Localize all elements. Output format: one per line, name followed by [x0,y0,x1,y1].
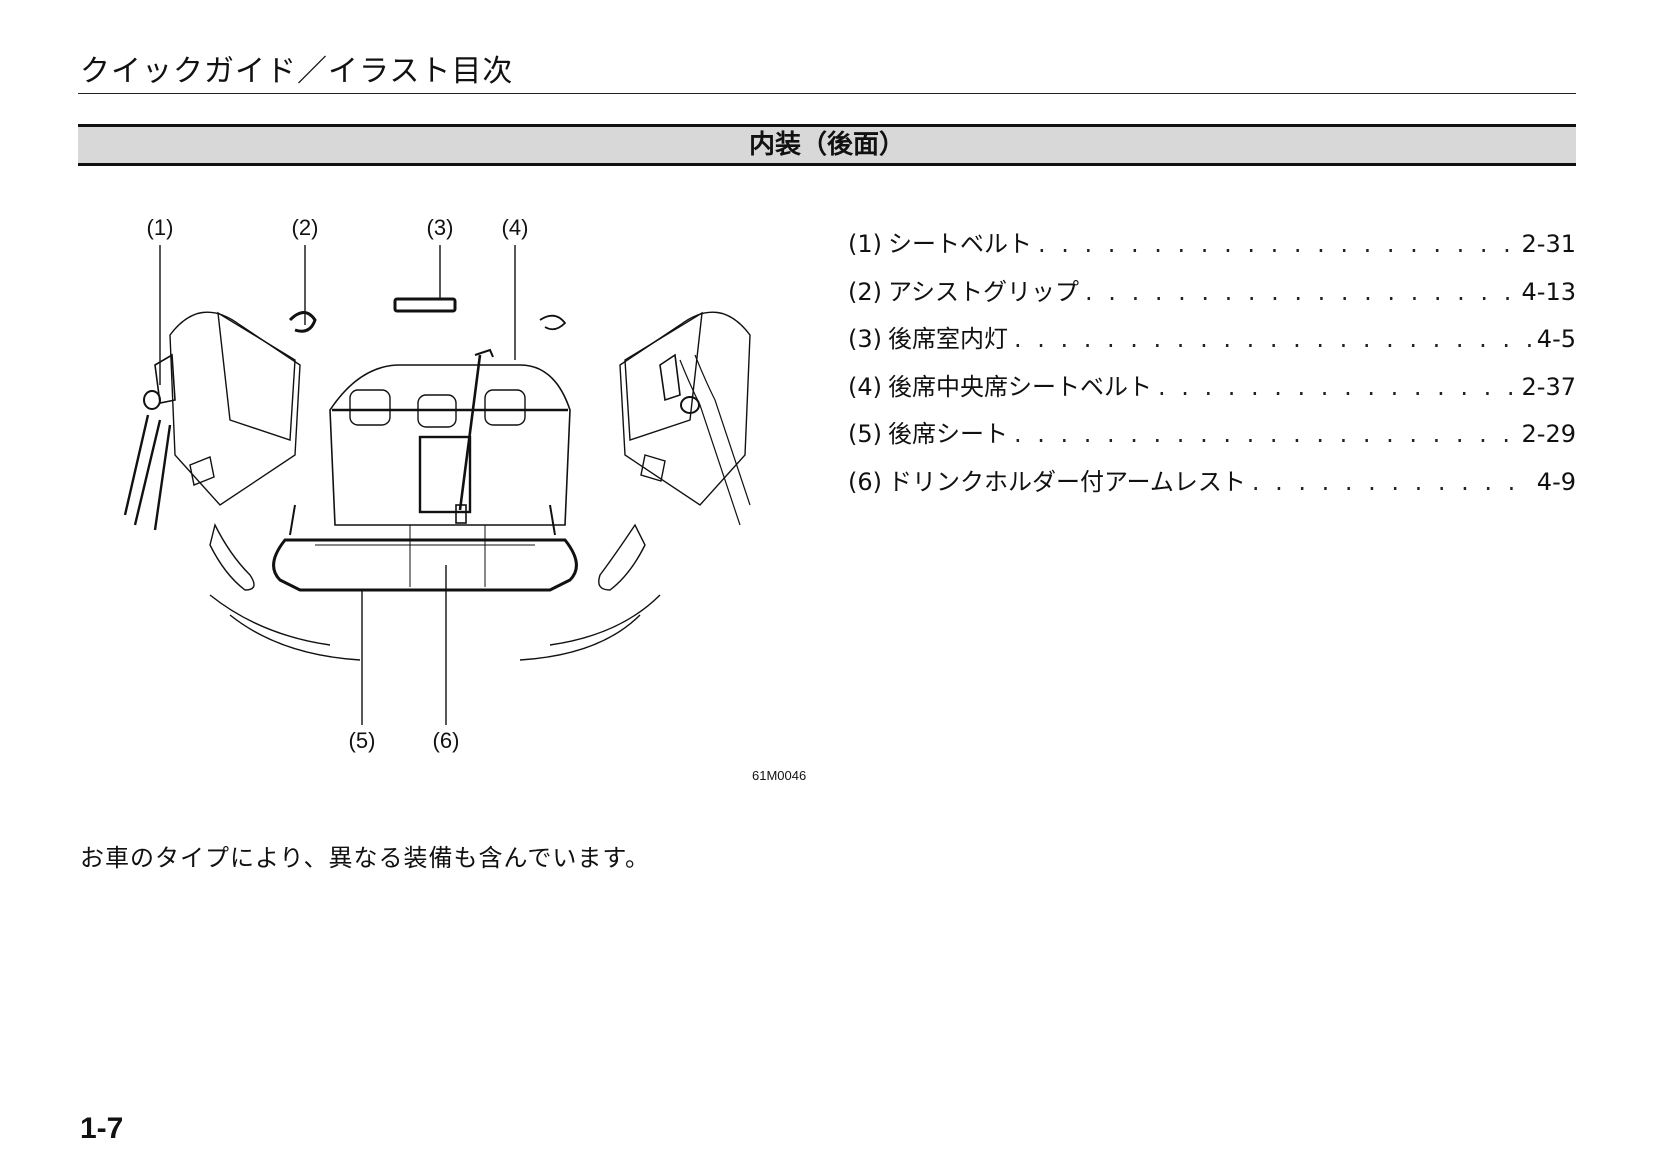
legend-label: 後席室内灯 [888,325,1008,353]
callout-6: (6) [433,728,460,753]
legend-page-ref: 2-31 [1521,230,1576,258]
header-title: クイックガイド／イラスト目次 [80,54,514,89]
legend-label: アシストグリップ [888,277,1080,306]
leader-dots [1085,278,1515,306]
callout-4: (4) [502,215,529,240]
leader-dots [1158,373,1516,401]
legend-label: 後席中央席シートベルト [888,372,1152,401]
legend-number: (1) [848,230,882,258]
section-title: 内装（後面） [748,130,905,160]
rear-interior-illustration: (1) (2) (3) (4) (5) (6) [100,205,820,775]
callout-5: (5) [349,728,376,753]
callout-3: (3) [427,215,454,240]
leader-dots [1252,468,1531,496]
legend-number: (5) [848,420,882,448]
legend-number: (6) [848,467,882,496]
legend-page-ref: 4-9 [1536,467,1576,496]
leader-dots [1014,325,1531,353]
legend-item: (2) アシストグリップ 4-13 [848,272,1576,320]
legend-label: シートベルト [888,230,1032,258]
legend-item: (5) 後席シート 2-29 [848,414,1576,462]
callout-1: (1) [147,215,174,240]
legend-label: ドリンクホルダー付アームレスト [888,467,1246,496]
legend-page-ref: 2-29 [1521,420,1576,448]
legend-page-ref: 4-13 [1521,277,1576,306]
legend-item: (3) 後席室内灯 4-5 [848,319,1576,367]
equipment-note: お車のタイプにより、異なる装備も含んでいます。 [80,844,650,872]
header-divider [78,93,1576,94]
legend-number: (3) [848,325,882,353]
legend-list: (1) シートベルト 2-31 (2) アシストグリップ 4-13 (3) 後席… [848,224,1576,509]
leader-dots [1014,420,1516,448]
legend-number: (4) [848,372,882,401]
legend-item: (1) シートベルト 2-31 [848,224,1576,272]
section-bar: 内装（後面） [78,124,1576,166]
callout-2: (2) [292,215,319,240]
legend-number: (2) [848,277,882,306]
legend-label: 後席シート [888,420,1008,448]
legend-page-ref: 2-37 [1521,372,1576,401]
leader-dots [1038,230,1516,258]
legend-item: (6) ドリンクホルダー付アームレスト 4-9 [848,462,1576,510]
page-number: 1-7 [80,1112,124,1145]
figure-code: 61M0046 [752,768,807,783]
legend-item: (4) 後席中央席シートベルト 2-37 [848,367,1576,415]
legend-page-ref: 4-5 [1536,325,1576,353]
